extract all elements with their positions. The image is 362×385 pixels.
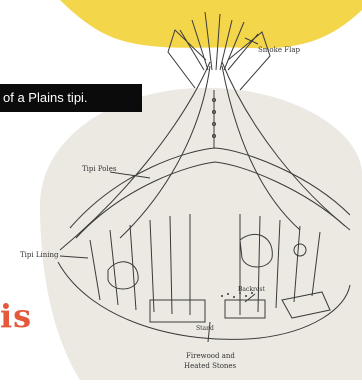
yellow-banner (60, 0, 362, 48)
tipi-poles-label: Tipi Poles (82, 165, 116, 173)
illustration-plate (40, 88, 362, 380)
stand-label: Stand (196, 325, 214, 332)
figure-caption: of a Plains tipi. (0, 84, 142, 112)
backrest-label: Backrest (238, 286, 265, 293)
heated-stones-label: Heated Stones (184, 362, 236, 370)
smoke-flap-label: Smoke Flap (258, 46, 300, 54)
tipi-lining-label: Tipi Lining (20, 251, 58, 259)
partial-heading: is (0, 296, 32, 336)
caption-text: of a Plains tipi. (0, 90, 88, 105)
firewood-label: Firewood and (186, 352, 235, 360)
